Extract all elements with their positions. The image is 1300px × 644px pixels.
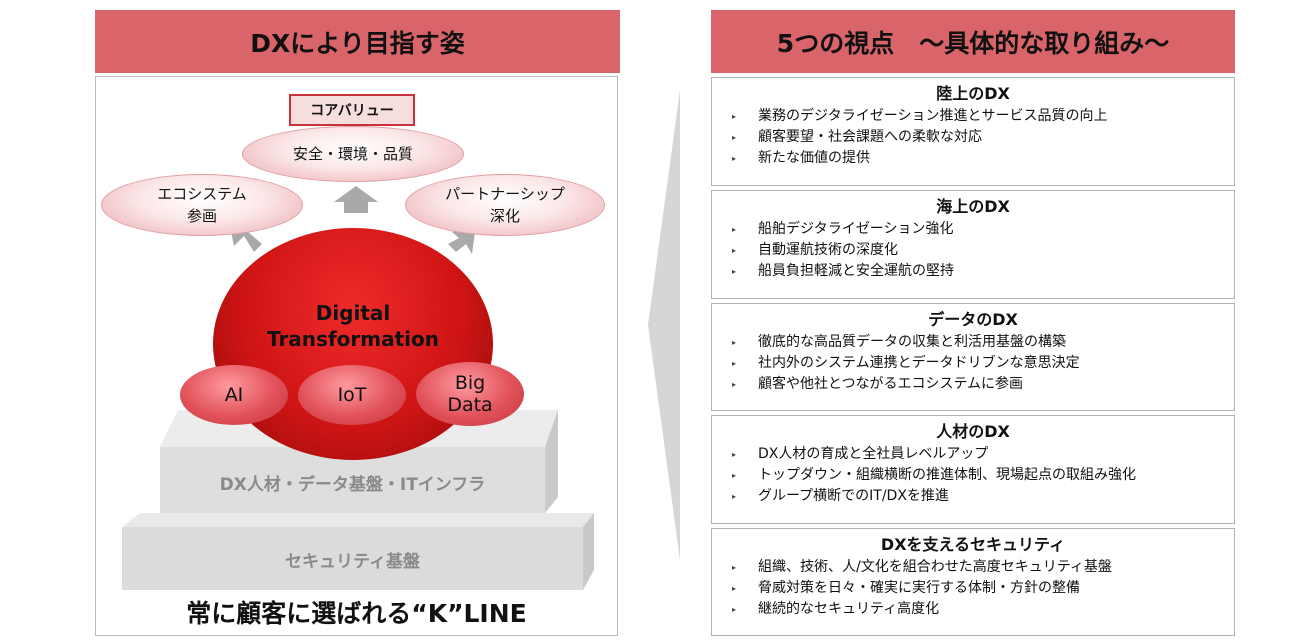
viewpoints-header: 5つの視点 ～具体的な取り組み～ — [711, 10, 1235, 73]
list-item: 顧客や他社とつながるエコシステムに参画 — [712, 374, 1234, 395]
partnership-line2: 深化 — [489, 207, 520, 225]
ai-circle: AI — [180, 365, 288, 425]
section-list: 組織、技術、人/文化を組合わせた高度セキュリティ基盤 脅威対策を日々・確実に実行… — [712, 557, 1234, 620]
motto: 常に顧客に選ばれる“K”LINE — [186, 599, 527, 628]
section-people-dx: 人材のDX DX人材の育成と全社員レベルアップ トップダウン・組織横断の推進体制… — [711, 415, 1235, 524]
list-item: 業務のデジタライゼーション推進とサービス品質の向上 — [712, 106, 1234, 127]
iot-circle: IoT — [298, 365, 406, 425]
partnership-bubble: パートナーシップ 深化 — [405, 174, 605, 236]
list-item: 新たな価値の提供 — [712, 148, 1234, 169]
ai-label: AI — [224, 384, 244, 406]
section-security: DXを支えるセキュリティ 組織、技術、人/文化を組合わせた高度セキュリティ基盤 … — [711, 528, 1235, 636]
list-item: 継続的なセキュリティ高度化 — [712, 599, 1234, 620]
list-item: 脅威対策を日々・確実に実行する体制・方針の整備 — [712, 578, 1234, 599]
bigdata-circle: Big Data — [416, 362, 524, 426]
section-list: 徹底的な高品質データの収集と利活用基盤の構築 社内外のシステム連携とデータドリブ… — [712, 332, 1234, 395]
infra-layer-side — [545, 410, 558, 513]
section-title: 陸上のDX — [936, 84, 1010, 103]
section-land-dx: 陸上のDX 業務のデジタライゼーション推進とサービス品質の向上 顧客要望・社会課… — [711, 77, 1235, 186]
list-item: DX人材の育成と全社員レベルアップ — [712, 444, 1234, 465]
section-list: 業務のデジタライゼーション推進とサービス品質の向上 顧客要望・社会課題への柔軟な… — [712, 106, 1234, 169]
security-layer-label: セキュリティ基盤 — [285, 552, 420, 572]
bigdata-line1: Big — [454, 372, 486, 394]
list-item: 社内外のシステム連携とデータドリブンな意思決定 — [712, 353, 1234, 374]
digital-transformation-circle: Digital Transformation — [213, 228, 493, 460]
up-arrow-icon — [334, 186, 378, 213]
section-title: 人材のDX — [936, 422, 1010, 441]
section-data-dx: データのDX 徹底的な高品質データの収集と利活用基盤の構築 社内外のシステム連携… — [711, 303, 1235, 411]
list-item: 自動運航技術の深度化 — [712, 240, 1234, 261]
top-value-bubble: 安全・環境・品質 — [242, 126, 464, 182]
list-item: トップダウン・組織横断の推進体制、現場起点の取組み強化 — [712, 465, 1234, 486]
security-layer-side — [583, 513, 594, 590]
section-sea-dx: 海上のDX 船舶デジタライゼーション強化 自動運航技術の深度化 船員負担軽減と安… — [711, 190, 1235, 299]
security-layer-front — [122, 527, 583, 590]
dt-line1: Digital — [315, 301, 391, 325]
list-item: 徹底的な高品質データの収集と利活用基盤の構築 — [712, 332, 1234, 353]
partnership-line1: パートナーシップ — [445, 185, 565, 203]
list-item: 船舶デジタライゼーション強化 — [712, 219, 1234, 240]
section-title: DXを支えるセキュリティ — [880, 535, 1066, 554]
iot-label: IoT — [337, 384, 367, 406]
section-title: 海上のDX — [936, 197, 1010, 216]
section-list: DX人材の育成と全社員レベルアップ トップダウン・組織横断の推進体制、現場起点の… — [712, 444, 1234, 507]
core-value-label: コアバリュー — [289, 94, 415, 126]
vision-diagram-frame — [95, 76, 618, 636]
chevron-divider — [648, 90, 680, 560]
bigdata-line2: Data — [447, 394, 493, 416]
security-layer-top — [122, 513, 594, 527]
ecosystem-line1: エコシステム — [157, 185, 247, 203]
top-value-text: 安全・環境・品質 — [292, 145, 413, 163]
ecosystem-bubble: エコシステム 参画 — [101, 174, 303, 236]
ecosystem-line2: 参画 — [186, 207, 217, 225]
list-item: 船員負担軽減と安全運航の堅持 — [712, 261, 1234, 282]
dt-line2: Transformation — [267, 327, 439, 351]
list-item: 組織、技術、人/文化を組合わせた高度セキュリティ基盤 — [712, 557, 1234, 578]
viewpoints-header-text: 5つの視点 ～具体的な取り組み～ — [776, 28, 1170, 58]
list-item: 顧客要望・社会課題への柔軟な対応 — [712, 127, 1234, 148]
section-list: 船舶デジタライゼーション強化 自動運航技術の深度化 船員負担軽減と安全運航の堅持 — [712, 219, 1234, 282]
section-title: データのDX — [928, 310, 1018, 329]
infra-layer-label: DX人材・データ基盤・ITインフラ — [219, 475, 486, 495]
list-item: グループ横断でのIT/DXを推進 — [712, 486, 1234, 507]
vision-header-text: DXにより目指す姿 — [250, 28, 465, 58]
vision-header: DXにより目指す姿 — [95, 10, 620, 73]
